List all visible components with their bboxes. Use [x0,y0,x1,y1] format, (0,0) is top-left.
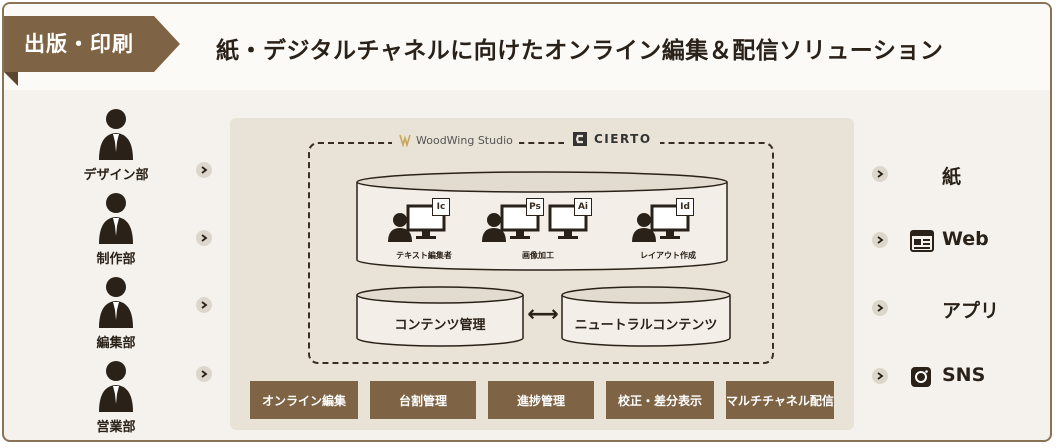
category-tag: 出版・印刷 [4,16,180,72]
person-icon [99,361,133,412]
person-icon [99,277,133,328]
output-web: Web [864,226,1050,254]
station-label: 画像加工 [522,251,554,260]
repository-label: コンテンツ管理 [394,318,486,333]
cierto-label: CIERTO [594,132,652,146]
header-band [4,4,1050,90]
chevron-right-icon [872,368,888,384]
feature-progress: 進捗管理 [488,381,594,419]
station-label: テキスト編集者 [396,251,452,260]
platform-panel: WoodWing Studio CIERTO Ic テキスト編集者 [230,118,854,430]
output-label: 紙 [942,166,962,188]
platform-boundary [308,142,774,364]
output-print: 紙 [864,160,1050,188]
department-label: 営業部 [96,420,136,435]
output-app: アプリ [864,294,1050,322]
feature-online-editing: オンライン編集 [250,381,358,419]
photoshop-badge: Ps [526,198,544,216]
camera-icon [911,367,931,387]
chevron-right-icon [196,230,212,246]
output-label: Web [942,228,989,250]
station-label: レイアウト作成 [640,251,696,260]
neutral-content-repository: ニュートラルコンテンツ [560,286,732,348]
station-layout: Id レイアウト作成 [628,198,708,264]
person-icon [99,109,133,160]
chevron-right-icon [872,300,888,316]
exchange-arrow: ⟷ [527,302,559,327]
output-label: アプリ [942,300,1000,322]
woodwing-label: WoodWing Studio [416,133,513,147]
diagram-title: 紙・デジタルチャネルに向けたオンライン編集＆配信ソリューション [216,38,944,64]
station-text-editor: Ic テキスト編集者 [384,198,464,264]
repository-label: ニュートラルコンテンツ [574,318,718,333]
chevron-right-icon [872,232,888,248]
category-tag-fold [4,72,18,86]
incopy-badge: Ic [432,198,450,216]
feature-proofing: 校正・差分表示 [606,381,714,419]
chevron-right-icon [872,166,888,182]
chevron-right-icon [196,297,212,313]
woodwing-brand: WoodWing Studio [392,133,519,147]
workstation-icon [632,204,690,242]
cierto-logo-icon [573,132,587,146]
department-label: デザイン部 [83,168,149,183]
diagram-frame: 出版・印刷 紙・デジタルチャネルに向けたオンライン編集＆配信ソリューション デザ… [2,2,1052,442]
feature-imposition: 台割管理 [370,381,476,419]
workstation-icon [388,204,446,242]
output-sns: SNS [864,362,1050,390]
woodwing-logo-icon [399,134,411,147]
person-icon [99,193,133,244]
cierto-brand: CIERTO [564,131,660,147]
department-label: 編集部 [96,336,136,351]
feature-multichannel: マルチチャネル配信 [726,381,834,419]
illustrator-badge: Ai [574,198,592,216]
chevron-right-icon [196,162,212,178]
content-management-repository: コンテンツ管理 [355,286,525,348]
chevron-right-icon [196,366,212,382]
indesign-badge: Id [676,198,694,216]
browser-icon [910,230,934,252]
station-image-editing: Ps Ai 画像加工 [478,198,598,264]
output-label: SNS [942,364,986,386]
department-label: 制作部 [96,252,136,267]
category-tag-label: 出版・印刷 [24,32,134,56]
